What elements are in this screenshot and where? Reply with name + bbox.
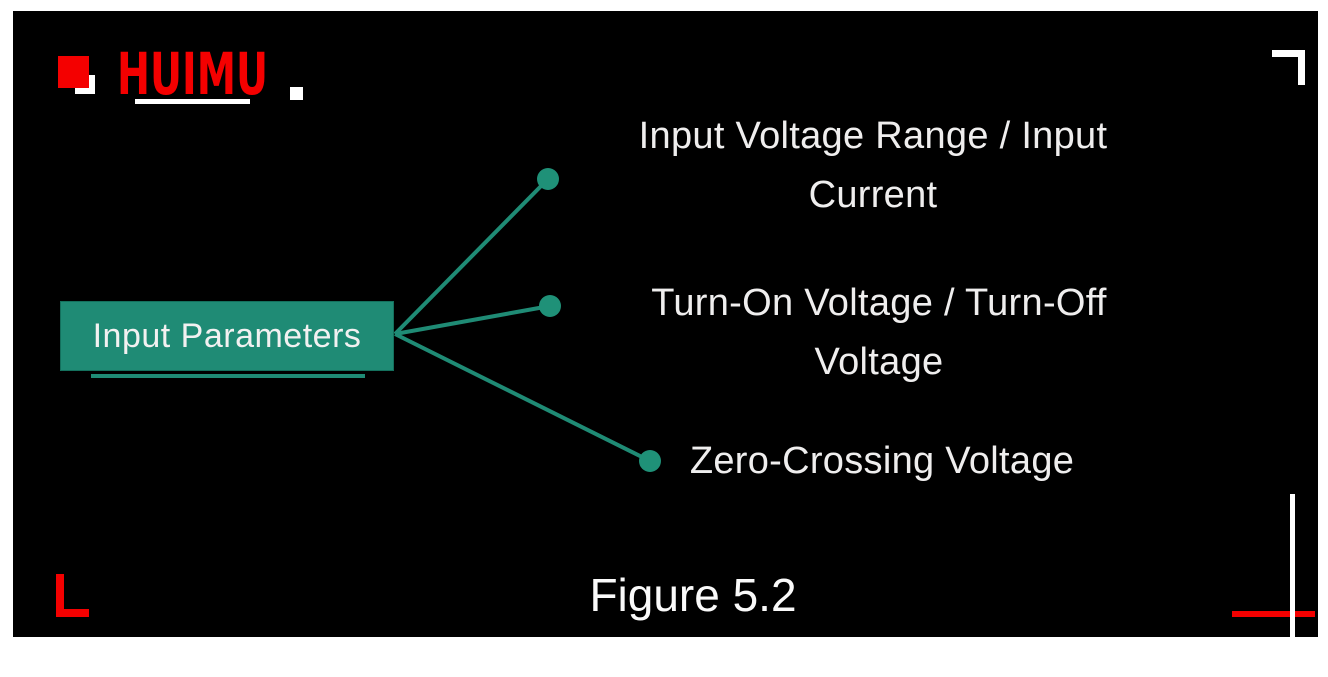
bottom-right-red-line <box>1232 611 1315 617</box>
root-node-label: Input Parameters <box>92 316 362 355</box>
bottom-right-white-line <box>1290 494 1295 639</box>
logo-red-square <box>58 56 89 88</box>
branch-dot-2 <box>539 295 561 317</box>
branch-line-1 <box>393 177 550 336</box>
brand-underline <box>135 99 250 104</box>
root-node-underline <box>91 374 365 378</box>
root-node-input-parameters: Input Parameters <box>60 301 394 371</box>
figure-caption: Figure 5.2 <box>589 569 797 621</box>
branch-line-3 <box>394 332 651 463</box>
top-right-corner-mark <box>1272 50 1305 85</box>
branch-label-zero-crossing-voltage: Zero-Crossing Voltage <box>689 440 1075 482</box>
branch-label-turn-on-off-voltage: Turn-On Voltage / Turn-Off Voltage <box>651 282 1107 383</box>
logo-dot-square <box>290 87 303 100</box>
branch-dot-3 <box>639 450 661 472</box>
branch-line-2 <box>394 304 551 336</box>
bottom-left-corner-mark <box>56 574 89 617</box>
branch-label-input-voltage-range: Input Voltage Range / Input Current <box>638 115 1108 216</box>
slide-background: HUIMU Input Parameters Input Voltage Ran… <box>13 11 1318 639</box>
brand-logo-text: HUIMU <box>117 40 268 108</box>
branch-dot-1 <box>537 168 559 190</box>
